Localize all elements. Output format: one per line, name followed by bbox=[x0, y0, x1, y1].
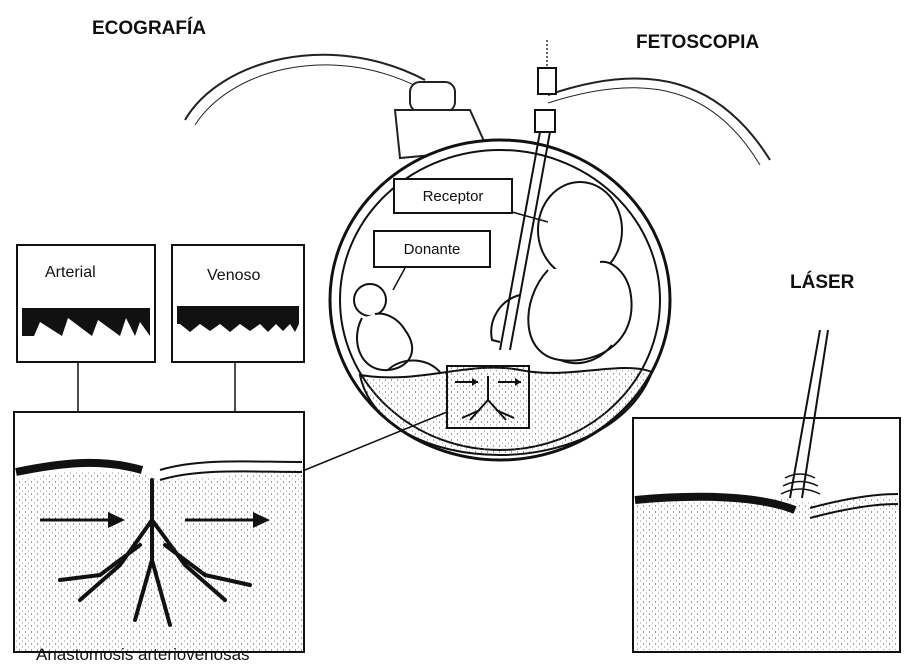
donante-label: Donante bbox=[373, 230, 491, 268]
ultrasound-cable bbox=[185, 55, 425, 120]
anastomosis-caption: Anastomosis arteriovenosas bbox=[36, 645, 250, 665]
laser-panel bbox=[633, 330, 900, 652]
venous-waveform bbox=[177, 306, 299, 324]
ultrasound-cable-inner bbox=[195, 65, 420, 125]
ecografia-title: ECOGRAFÍA bbox=[92, 18, 206, 40]
venoso-label: Venoso bbox=[207, 267, 260, 285]
fetoscopia-title: FETOSCOPIA bbox=[636, 32, 759, 54]
arterial-label: Arterial bbox=[45, 264, 96, 282]
receptor-label: Receptor bbox=[393, 178, 513, 214]
placenta-inset bbox=[447, 366, 529, 428]
anastomosis-panel bbox=[14, 412, 304, 652]
fetoscope-cable-inner bbox=[548, 88, 760, 165]
laser-title: LÁSER bbox=[790, 272, 854, 294]
fetoscope-cable bbox=[548, 78, 770, 160]
